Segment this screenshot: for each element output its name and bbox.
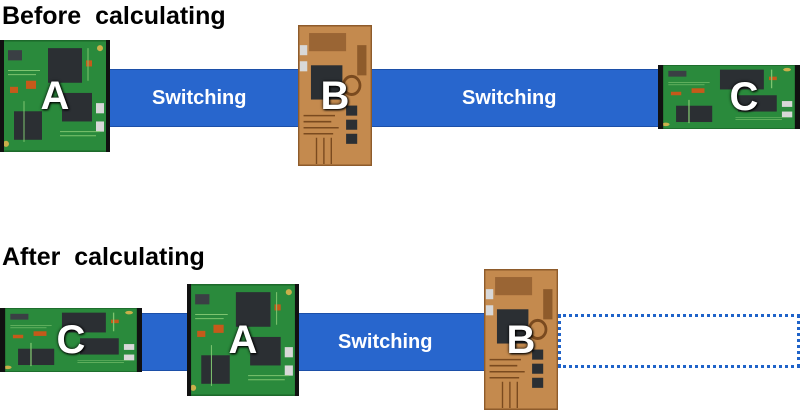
switching-band-1: Switching: [108, 69, 303, 127]
board-c: C: [658, 65, 800, 129]
after-heading: After calculating: [2, 243, 205, 271]
switching-band-3: Switching: [298, 313, 488, 371]
board-c: C: [0, 308, 142, 372]
board-a: A: [0, 40, 110, 152]
switching-label: Switching: [462, 87, 557, 109]
empty-slot: [558, 314, 800, 368]
board-letter: C: [729, 75, 759, 119]
board-b: B: [298, 25, 372, 166]
board-letter: A: [40, 74, 70, 118]
switching-band-left: [138, 313, 190, 371]
board-letter: C: [56, 318, 86, 362]
switching-band-2: Switching: [370, 69, 662, 127]
board-letter: B: [506, 317, 536, 362]
before-heading: Before calculating: [2, 2, 226, 30]
board-b: B: [484, 269, 558, 410]
switching-label: Switching: [152, 87, 247, 109]
board-letter: A: [228, 318, 258, 362]
board-a: A: [187, 284, 299, 396]
board-letter: B: [320, 73, 350, 118]
switching-label: Switching: [338, 331, 433, 353]
